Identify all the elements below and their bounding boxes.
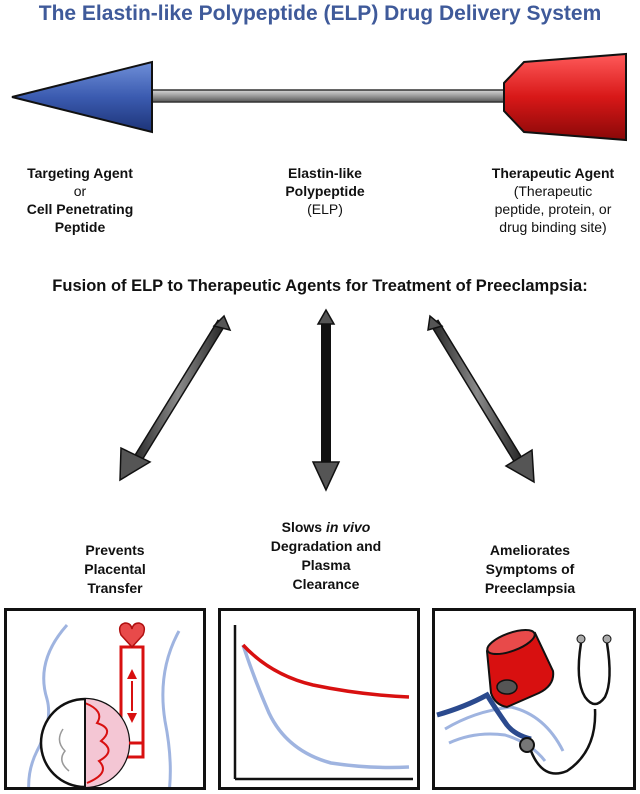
therapeutic-agent-cone: [503, 52, 627, 142]
elp-label: Elastin-like Polypeptide (ELP): [255, 164, 395, 218]
outcome-right: Ameliorates Symptoms of Preeclampsia: [455, 541, 605, 598]
therapeutic-label-line1: Therapeutic Agent: [491, 165, 615, 181]
targeting-agent-label: Targeting Agent or Cell Penetrating Pept…: [10, 164, 150, 236]
therapeutic-label-line4: drug binding site): [499, 219, 607, 235]
outcome-middle-line4: Clearance: [292, 576, 360, 592]
outcome-middle-line1a: Slows: [281, 519, 326, 535]
placenta-circulation-icon: [4, 608, 206, 790]
targeting-label-line2: or: [73, 183, 87, 199]
therapeutic-label-line2: (Therapeutic: [513, 183, 593, 199]
outcome-right-line2: Symptoms of: [485, 561, 575, 577]
section-subtitle: Fusion of ELP to Therapeutic Agents for …: [52, 277, 588, 295]
therapeutic-agent-label: Therapeutic Agent (Therapeutic peptide, …: [468, 164, 638, 236]
targeting-agent-cone: [11, 60, 153, 134]
elp-rod: [137, 89, 517, 103]
outcome-left: Prevents Placental Transfer: [40, 541, 190, 598]
targeting-label-line3: Cell Penetrating: [26, 201, 134, 217]
elp-label-line1: Elastin-like: [288, 165, 362, 181]
outcome-middle: Slows in vivo Degradation and Plasma Cle…: [248, 518, 404, 594]
arrow-right: [427, 314, 535, 484]
arrow-middle: [311, 308, 341, 492]
outcome-middle-line1: Slows in vivo: [248, 518, 404, 537]
targeting-label-line1: Targeting Agent: [27, 165, 133, 181]
outcome-middle-line1b: in vivo: [326, 519, 371, 535]
outcome-middle-line2: Degradation and: [270, 538, 382, 554]
arrow-left: [119, 314, 232, 482]
therapeutic-label-line3: peptide, protein, or: [494, 201, 612, 217]
outcome-right-line3: Preeclampsia: [484, 580, 576, 596]
outcome-left-line3: Transfer: [87, 580, 143, 596]
page-title: The Elastin-like Polypeptide (ELP) Drug …: [38, 2, 602, 25]
clearance-curve-icon: [218, 608, 420, 790]
elp-label-line3: (ELP): [307, 201, 343, 217]
outcome-left-line2: Placental: [84, 561, 146, 577]
targeting-label-line4: Peptide: [54, 219, 106, 235]
blood-pressure-stethoscope-icon: [432, 608, 636, 790]
outcome-middle-line3: Plasma: [301, 557, 351, 573]
elp-label-line2: Polypeptide: [285, 183, 365, 199]
outcome-left-line1: Prevents: [85, 542, 145, 558]
outcome-right-line1: Ameliorates: [489, 542, 571, 558]
